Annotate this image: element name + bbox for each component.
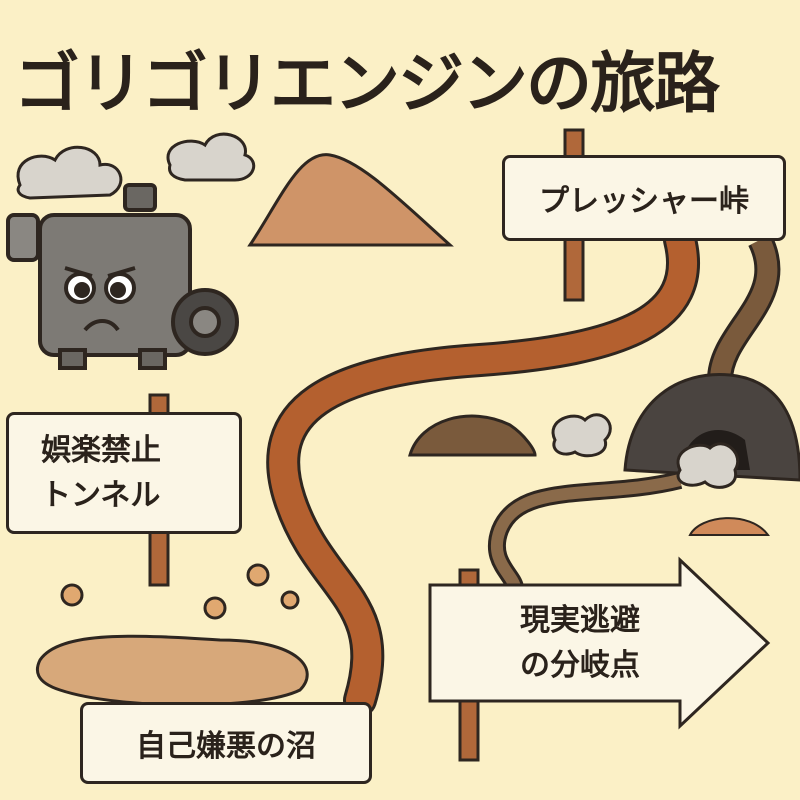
sign-tunnel-line2: トンネル <box>41 478 161 513</box>
smoke-clouds <box>16 132 740 489</box>
mountain <box>247 153 454 247</box>
sign-escape-fork: 現実逃避 の分岐点 <box>430 585 730 701</box>
sign-self-loathing-swamp: 自己嫌悪の沼 <box>80 702 372 784</box>
sign-no-fun-tunnel: 娯楽禁止 トンネル <box>6 412 242 534</box>
fork-arrow-sign <box>428 556 771 730</box>
page-title: ゴリゴリエンジンの旅路 <box>14 45 720 122</box>
sign-fork-line2: の分岐点 <box>520 648 640 683</box>
sign-pressure-pass: プレッシャー峠 <box>502 155 786 241</box>
bubbles <box>60 563 300 620</box>
swamp <box>36 634 309 707</box>
dirt-pile <box>408 414 537 457</box>
sign-pass-label: プレッシャー峠 <box>539 184 749 219</box>
sign-fork-line1: 現実逃避 <box>520 603 640 638</box>
sign-swamp-label: 自己嫌悪の沼 <box>136 729 316 764</box>
engine-character <box>6 183 239 370</box>
tunnel <box>623 372 800 482</box>
sign-tunnel-line1: 娯楽禁止 <box>41 433 161 468</box>
